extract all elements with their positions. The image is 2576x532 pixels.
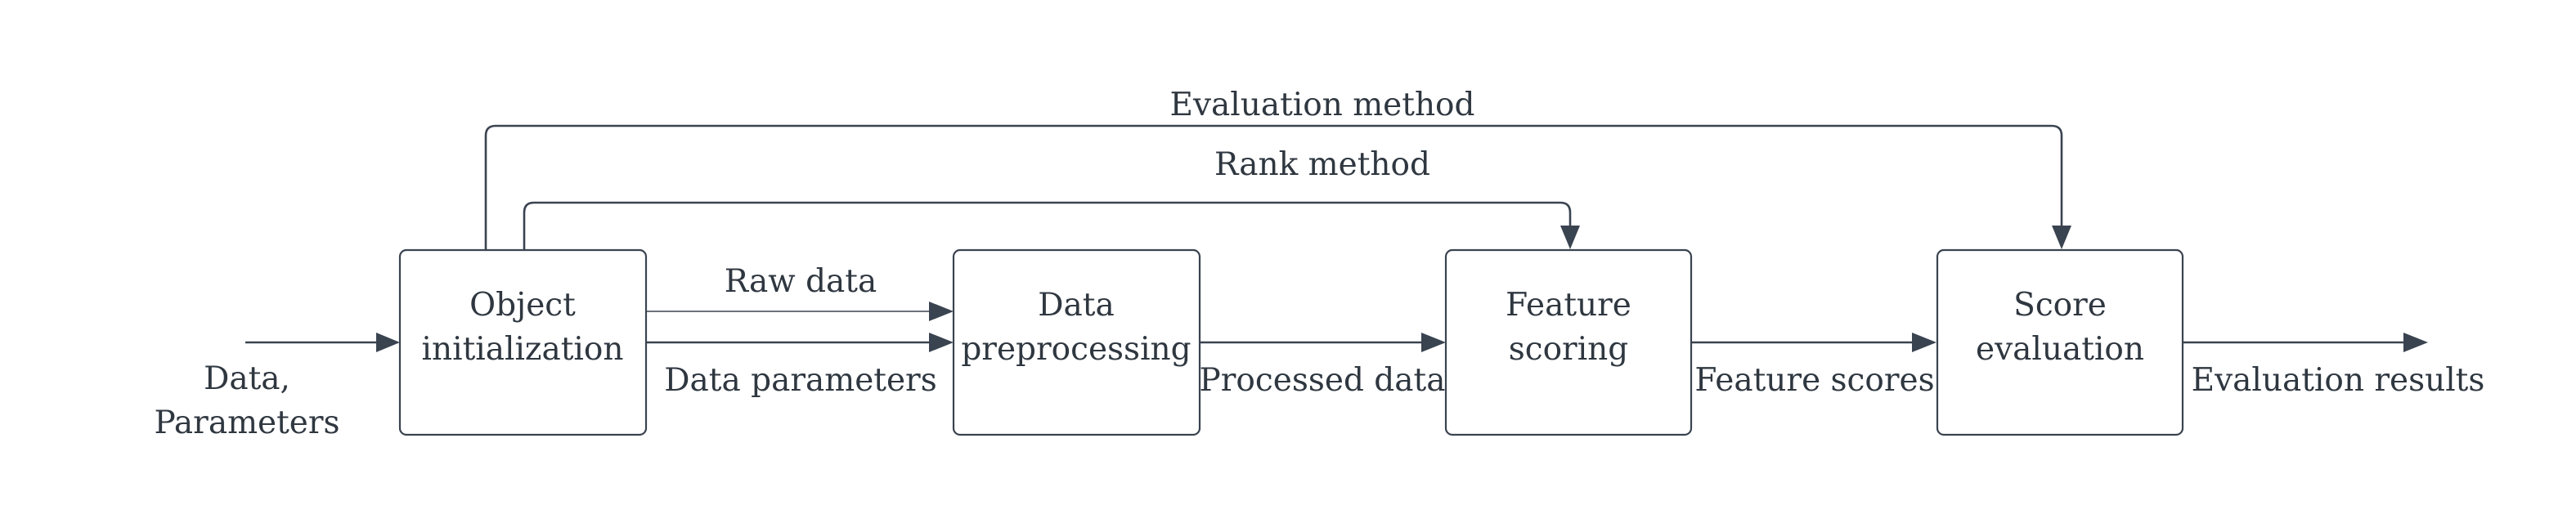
node-score-evaluation: Score evaluation [1936,248,2184,436]
node-feature-scoring-line1: Feature [1506,287,1631,324]
node-score-evaluation-line1: Score [2013,287,2107,324]
node-feature-scoring: Feature scoring [1444,248,1693,436]
label-input-line2: Parameters [154,405,339,441]
node-data-preprocessing: Data preprocessing [952,248,1201,436]
label-rank-method: Rank method [1214,146,1430,183]
edge-evaluation-method [484,124,2063,250]
label-feature-scores: Feature scores [1694,362,1934,399]
arrowhead-input [376,333,400,352]
label-input-line1: Data, [204,360,290,397]
arrowhead-processed-data [1421,333,1446,352]
node-score-evaluation-line2: evaluation [1976,331,2144,368]
arrowhead-evaluation-results [2403,333,2428,352]
node-object-initialization: Object initialization [398,248,648,436]
arrowhead-feature-scores [1912,333,1936,352]
label-raw-data: Raw data [725,263,877,300]
node-feature-scoring-line2: scoring [1509,331,1629,368]
edge-rank-method [523,201,1572,250]
node-feature-scoring-box [1444,248,1693,436]
node-object-initialization-box [398,248,648,436]
label-processed-data: Processed data [1200,362,1446,399]
label-data-parameters: Data parameters [664,362,936,399]
label-evaluation-method: Evaluation method [1169,87,1474,123]
node-object-initialization-line2: initialization [422,331,624,368]
node-data-preprocessing-line1: Data [1038,287,1114,324]
node-data-preprocessing-box [952,248,1201,436]
label-evaluation-results: Evaluation results [2192,362,2485,399]
node-data-preprocessing-line2: preprocessing [961,331,1191,368]
node-object-initialization-line1: Object [469,287,576,324]
node-score-evaluation-box [1936,248,2184,436]
arrowhead-data-parameters [929,333,954,352]
arrowhead-rank-method [1560,226,1580,249]
arrowhead-evaluation-method [2052,226,2071,249]
arrowhead-raw-data [929,302,954,321]
